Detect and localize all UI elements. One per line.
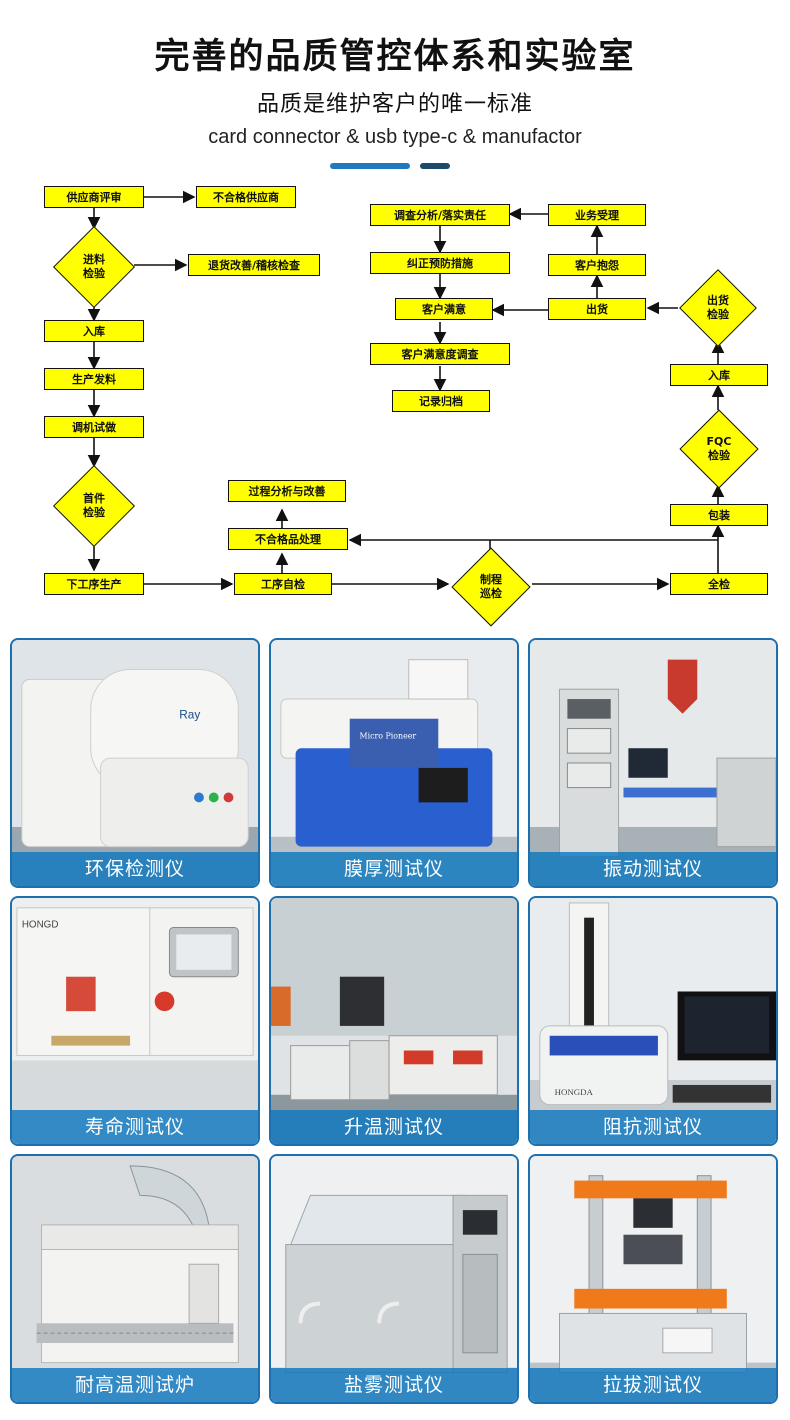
flow-corrective: 纠正预防措施 bbox=[370, 252, 510, 274]
flow-storage-in-2: 入库 bbox=[670, 364, 768, 386]
equipment-card: 振动测试仪 bbox=[528, 638, 778, 888]
svg-text:HONGD: HONGD bbox=[22, 920, 59, 931]
flow-record-archive: 记录归档 bbox=[392, 390, 490, 412]
equipment-label: 拉拔测试仪 bbox=[530, 1368, 776, 1402]
flowchart-connectors bbox=[87, 190, 725, 591]
equipment-card: HONGD 寿命测试仪 bbox=[10, 896, 260, 1146]
equipment-label: 盐雾测试仪 bbox=[271, 1368, 517, 1402]
flow-full-check: 全检 bbox=[670, 573, 768, 595]
page-subtitle: 品质是维护客户的唯一标准 bbox=[256, 92, 533, 117]
flow-process-analysis: 过程分析与改善 bbox=[228, 480, 346, 502]
svg-text:Micro Pioneer: Micro Pioneer bbox=[360, 731, 417, 740]
flow-business-accept: 业务受理 bbox=[548, 204, 646, 226]
flow-shipment: 出货 bbox=[548, 298, 646, 320]
flow-first-article-label: 首件 检验 bbox=[83, 492, 105, 519]
flow-nonconforming: 不合格品处理 bbox=[228, 528, 348, 550]
flow-return-improve: 退货改善/稽核检查 bbox=[188, 254, 320, 276]
flow-process-self-check: 工序自检 bbox=[234, 573, 332, 595]
accent-bar-short bbox=[420, 163, 450, 169]
equipment-card: 拉拔测试仪 bbox=[528, 1154, 778, 1404]
flow-shipment-inspection: 出货 检验 bbox=[678, 268, 758, 348]
equipment-card: Micro Pioneer 膜厚测试仪 bbox=[269, 638, 519, 888]
flow-satisfaction-survey: 客户满意度调查 bbox=[370, 343, 510, 365]
salt-spray-tester-photo bbox=[271, 1156, 517, 1402]
equipment-label: 耐高温测试炉 bbox=[12, 1368, 258, 1402]
pull-tester-photo bbox=[530, 1156, 776, 1402]
flow-incoming-inspection-label: 进料 检验 bbox=[83, 253, 105, 280]
equipment-grid: Ray 环保检测仪 Micro Pioneer 膜厚测试仪 bbox=[10, 638, 780, 1408]
equipment-card: Ray 环保检测仪 bbox=[10, 638, 260, 888]
vibration-tester-photo bbox=[530, 640, 776, 886]
svg-text:Ray: Ray bbox=[179, 708, 200, 722]
page-tagline: card connector & usb type-c & manufactor bbox=[208, 126, 582, 148]
xrf-analyzer-photo: Ray bbox=[12, 640, 258, 886]
flow-machine-trial: 调机试做 bbox=[44, 416, 144, 438]
flow-fqc-inspection-label: FQC 检验 bbox=[706, 435, 732, 462]
life-tester-photo: HONGD bbox=[12, 898, 258, 1144]
flow-investigation: 调查分析/落实责任 bbox=[370, 204, 510, 226]
reflow-oven-photo bbox=[12, 1156, 258, 1402]
flow-storage-in: 入库 bbox=[44, 320, 144, 342]
flow-first-article: 首件 检验 bbox=[52, 464, 136, 548]
impedance-tester-photo: HONGDA bbox=[530, 898, 776, 1144]
temperature-rise-tester-photo bbox=[271, 898, 517, 1144]
flow-production-material: 生产发料 bbox=[44, 368, 144, 390]
equipment-label: 升温测试仪 bbox=[271, 1110, 517, 1144]
svg-text:HONGDA: HONGDA bbox=[555, 1087, 594, 1097]
quality-flowchart: 供应商评审 不合格供应商 进料 检验 退货改善/稽核检查 入库 生产发料 调机试… bbox=[0, 180, 790, 627]
flow-packaging: 包装 bbox=[670, 504, 768, 526]
accent-bar-long bbox=[330, 163, 410, 169]
equipment-label: 环保检测仪 bbox=[12, 852, 258, 886]
equipment-card: 升温测试仪 bbox=[269, 896, 519, 1146]
flow-unqualified-supplier: 不合格供应商 bbox=[196, 186, 296, 208]
equipment-card: 盐雾测试仪 bbox=[269, 1154, 519, 1404]
flow-shipment-inspection-label: 出货 检验 bbox=[707, 294, 729, 321]
flow-satisfaction: 客户满意 bbox=[395, 298, 493, 320]
flow-patrol-inspection-label: 制程 巡检 bbox=[480, 573, 502, 600]
flow-fqc-inspection: FQC 检验 bbox=[678, 408, 760, 490]
flow-next-process: 下工序生产 bbox=[44, 573, 144, 595]
equipment-label: 振动测试仪 bbox=[530, 852, 776, 886]
equipment-label: 寿命测试仪 bbox=[12, 1110, 258, 1144]
equipment-card: HONGDA 阻抗测试仪 bbox=[528, 896, 778, 1146]
flow-complaint: 客户抱怨 bbox=[548, 254, 646, 276]
flow-patrol-inspection: 制程 巡检 bbox=[450, 546, 532, 628]
page-title: 完善的品质管控体系和实验室 bbox=[154, 37, 636, 77]
thickness-tester-photo: Micro Pioneer bbox=[271, 640, 517, 886]
flow-supplier-review: 供应商评审 bbox=[44, 186, 144, 208]
equipment-label: 阻抗测试仪 bbox=[530, 1110, 776, 1144]
equipment-label: 膜厚测试仪 bbox=[271, 852, 517, 886]
flow-incoming-inspection: 进料 检验 bbox=[52, 225, 136, 309]
equipment-card: 耐高温测试炉 bbox=[10, 1154, 260, 1404]
page-header: 完善的品质管控体系和实验室 品质是维护客户的唯一标准 card connecto… bbox=[0, 0, 790, 180]
